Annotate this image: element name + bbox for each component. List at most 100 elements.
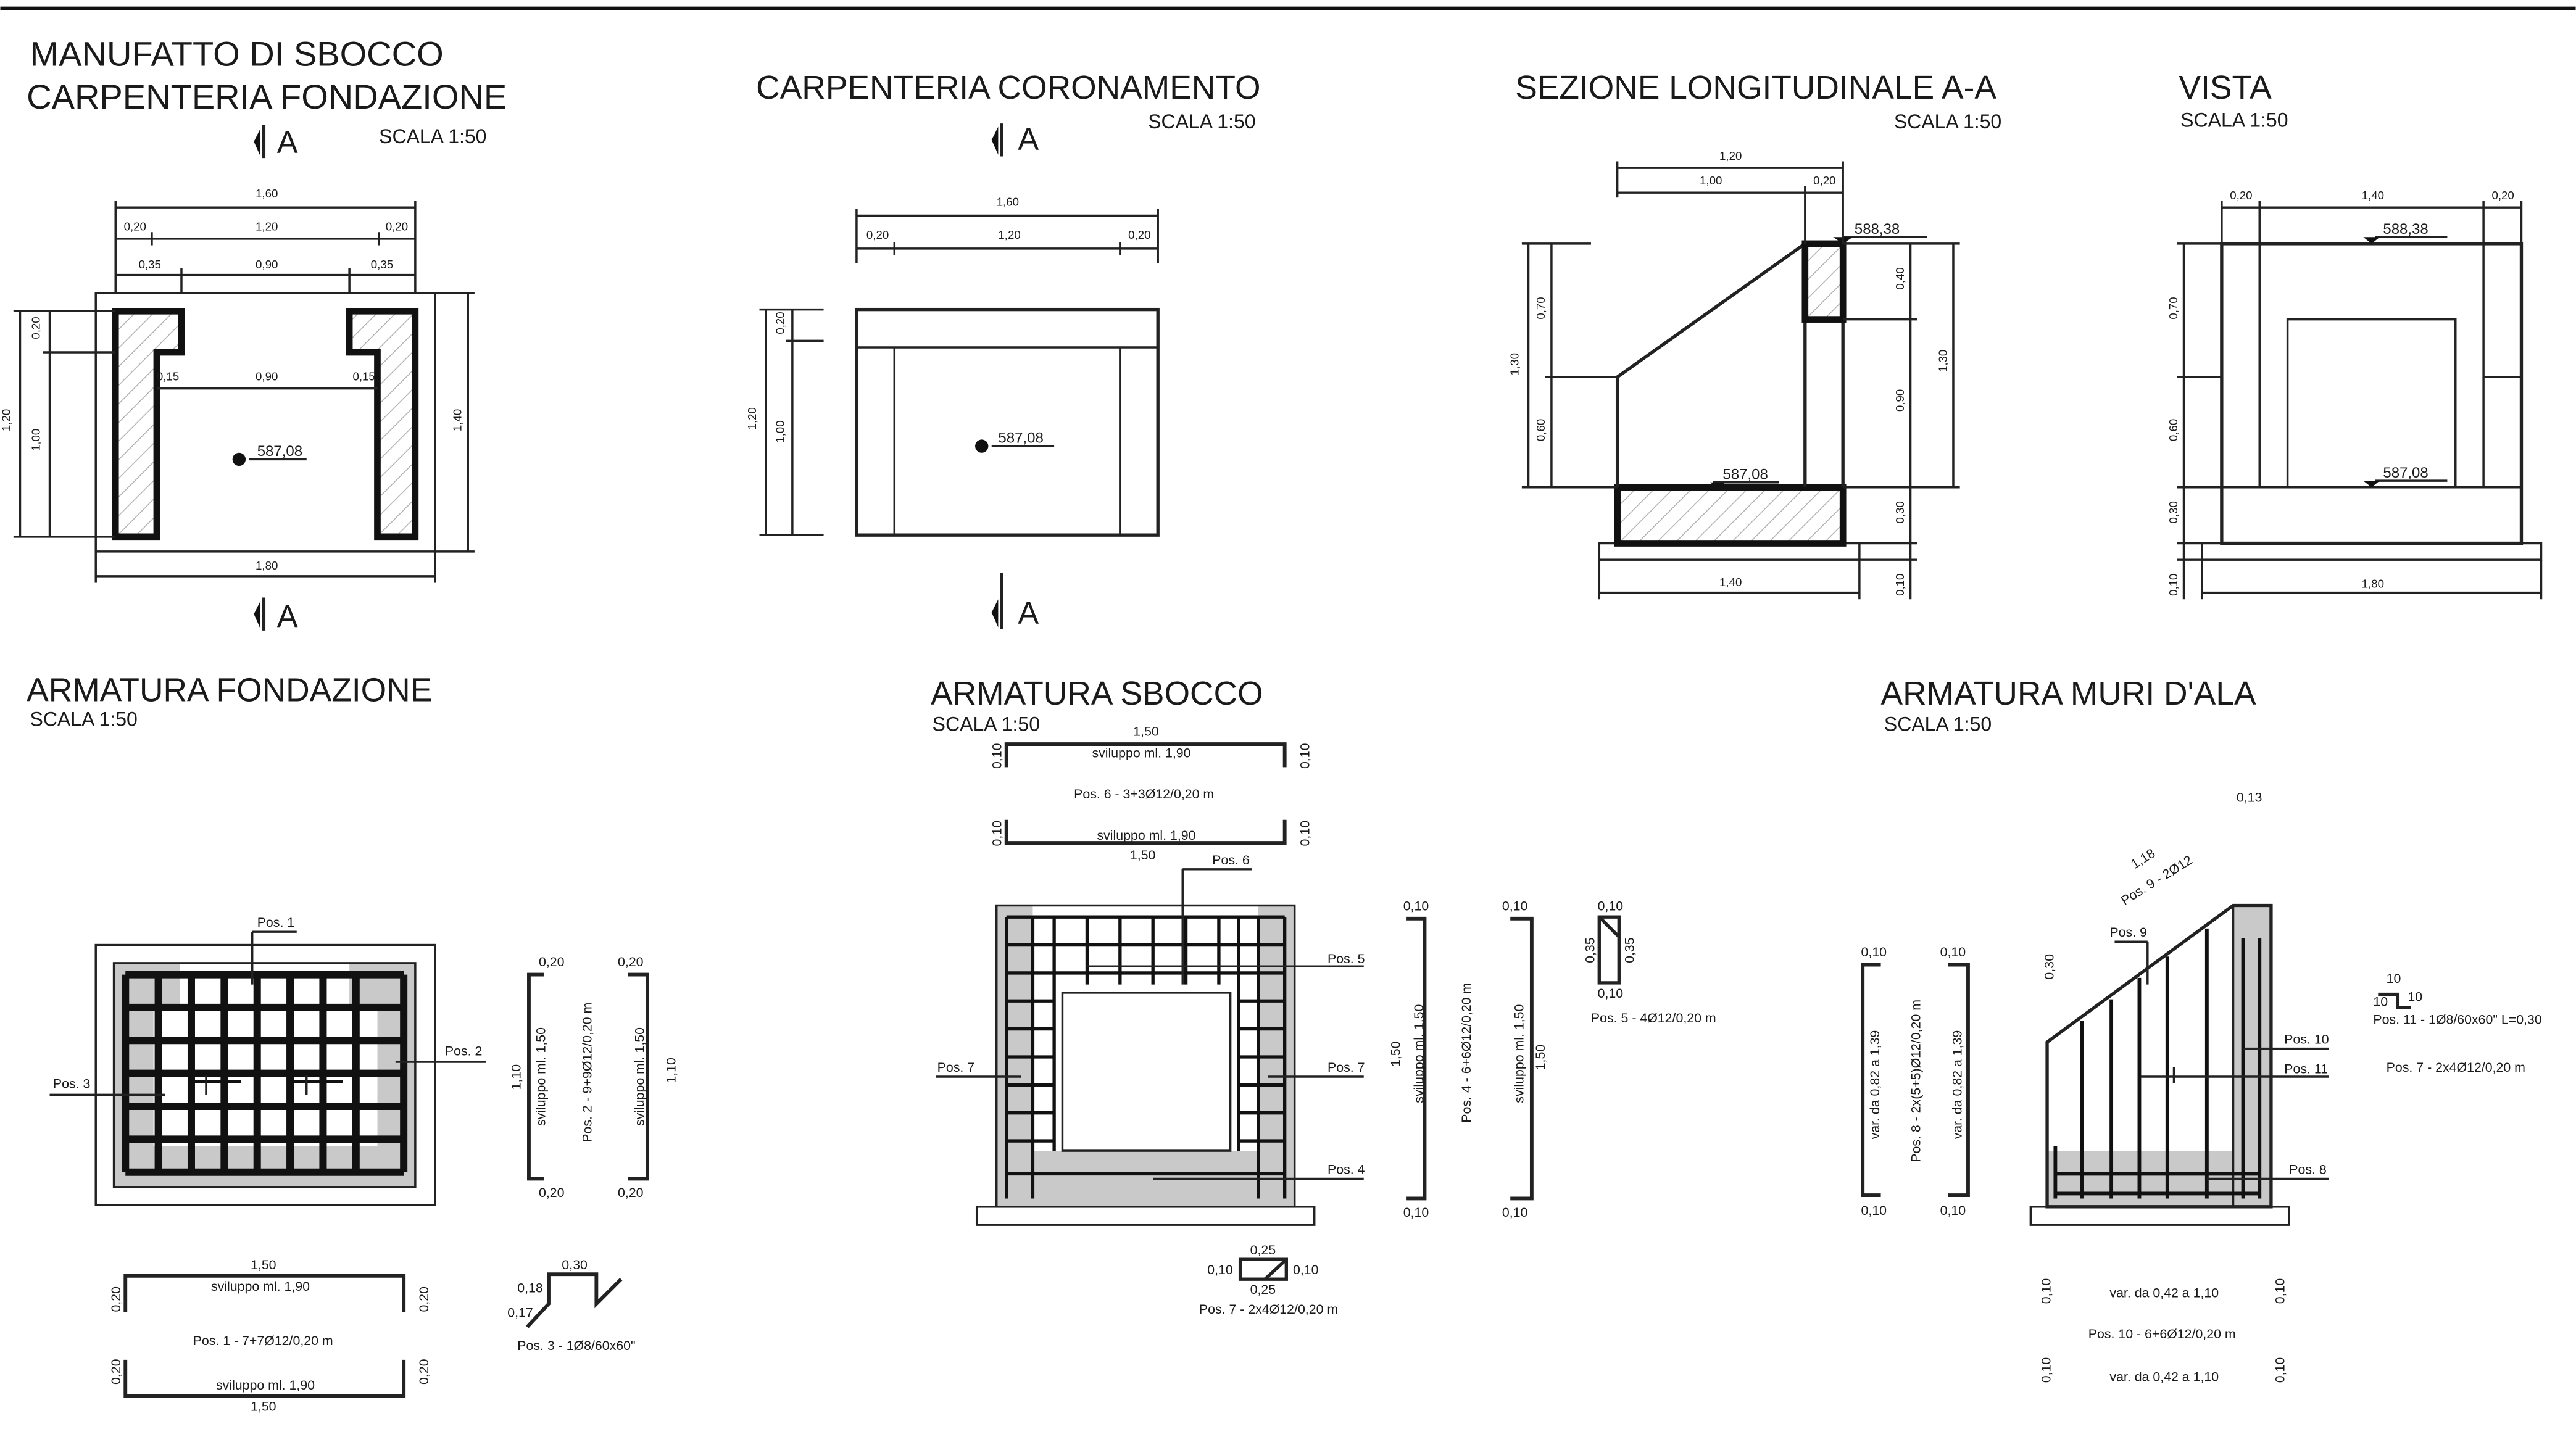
view-vista: 588,38 587,08 0,20 1,40 0,20 0,70 0,60 0…	[2167, 189, 2543, 600]
svg-text:var. da 0,42 a 1,10: var. da 0,42 a 1,10	[2109, 1286, 2219, 1301]
svg-text:sviluppo ml. 1,90: sviluppo ml. 1,90	[1092, 745, 1190, 760]
svg-text:0,10: 0,10	[2272, 1357, 2287, 1383]
svg-text:1,20: 1,20	[746, 407, 758, 429]
svg-text:Pos. 1 - 7+7Ø12/0,20 m: Pos. 1 - 7+7Ø12/0,20 m	[193, 1333, 333, 1348]
svg-text:0,10: 0,10	[1298, 821, 1313, 847]
svg-text:1,20: 1,20	[998, 228, 1020, 241]
scale-as: SCALA 1:50	[933, 713, 1040, 735]
title-armatura-muri: ARMATURA MURI D'ALA	[1881, 676, 2256, 712]
svg-text:10: 10	[2408, 989, 2422, 1004]
svg-text:Pos. 8: Pos. 8	[2289, 1162, 2326, 1177]
svg-text:0,90: 0,90	[256, 370, 278, 383]
rebar-armatura-sbocco: 1,50 sviluppo ml. 1,90 0,10 0,10 Pos. 6 …	[936, 724, 1716, 1317]
rebar-muri-bars	[2053, 928, 2262, 1199]
svg-text:sviluppo ml. 1,90: sviluppo ml. 1,90	[211, 1279, 310, 1294]
svg-text:A: A	[1018, 595, 1039, 631]
svg-text:0,90: 0,90	[256, 258, 278, 271]
svg-text:0,60: 0,60	[2167, 419, 2180, 441]
svg-text:0,70: 0,70	[2167, 297, 2180, 319]
svg-text:0,30: 0,30	[562, 1257, 588, 1272]
svg-text:0,25: 0,25	[1250, 1243, 1276, 1257]
svg-text:1,20: 1,20	[0, 409, 12, 431]
section-marker-bottom	[254, 600, 261, 629]
svg-text:1,60: 1,60	[256, 187, 278, 200]
svg-text:Pos. 9: Pos. 9	[2109, 925, 2146, 940]
svg-text:0,20: 0,20	[618, 1185, 644, 1200]
scale-sl: SCALA 1:50	[1894, 110, 2001, 133]
svg-text:Pos. 7 - 2x4Ø12/0,20 m: Pos. 7 - 2x4Ø12/0,20 m	[1199, 1302, 1338, 1317]
svg-text:0,30: 0,30	[2042, 954, 2057, 980]
svg-text:10: 10	[2387, 971, 2401, 986]
svg-text:0,20: 0,20	[539, 1185, 565, 1200]
svg-text:0,35: 0,35	[371, 258, 393, 271]
svg-text:0,10: 0,10	[2272, 1278, 2287, 1304]
title-carpenteria-fondazione: CARPENTERIA FONDAZIONE	[27, 77, 507, 116]
section-longitudinale: 588,38 587,08 1,20 1,00 0,20 1,30 0,70 0…	[1508, 149, 1960, 600]
svg-text:0,10: 0,10	[1502, 899, 1528, 914]
svg-text:0,20: 0,20	[866, 228, 889, 241]
svg-text:0,20: 0,20	[1128, 228, 1150, 241]
svg-text:1,00: 1,00	[774, 420, 787, 442]
svg-text:0,90: 0,90	[1893, 389, 1906, 412]
svg-text:0,20: 0,20	[2230, 189, 2252, 202]
plan-carpenteria-coronamento: A A 587,08 1,60 0,20 1,20 0,20 1,20 0,20…	[746, 122, 1160, 631]
title-carpenteria-coronamento: CARPENTERIA CORONAMENTO	[756, 70, 1260, 106]
svg-text:0,30: 0,30	[2167, 501, 2180, 523]
svg-text:A: A	[1018, 122, 1039, 157]
svg-text:0,10: 0,10	[1207, 1262, 1233, 1277]
svg-text:sviluppo ml. 1,90: sviluppo ml. 1,90	[1097, 828, 1195, 843]
svg-text:0,17: 0,17	[507, 1306, 533, 1320]
svg-text:0,20: 0,20	[774, 312, 787, 334]
svg-text:0,10: 0,10	[2038, 1357, 2053, 1383]
svg-text:587,08: 587,08	[998, 430, 1043, 447]
svg-text:0,10: 0,10	[2038, 1278, 2053, 1304]
svg-text:var. da 0,42 a 1,10: var. da 0,42 a 1,10	[2109, 1370, 2219, 1385]
svg-text:0,10: 0,10	[1293, 1262, 1319, 1277]
svg-text:Pos. 2 - 9+9Ø12/0,20 m: Pos. 2 - 9+9Ø12/0,20 m	[580, 1003, 594, 1143]
svg-text:Pos. 7 - 2x4Ø12/0,20 m: Pos. 7 - 2x4Ø12/0,20 m	[2387, 1060, 2525, 1075]
title-vista: VISTA	[2179, 70, 2272, 106]
svg-text:0,20: 0,20	[109, 1286, 123, 1312]
svg-text:Pos. 5 - 4Ø12/0,20 m: Pos. 5 - 4Ø12/0,20 m	[1591, 1011, 1716, 1025]
svg-text:0,20: 0,20	[124, 220, 146, 233]
svg-text:Pos. 6 - 3+3Ø12/0,20 m: Pos. 6 - 3+3Ø12/0,20 m	[1074, 787, 1214, 801]
svg-text:sviluppo ml. 1,50: sviluppo ml. 1,50	[1411, 1004, 1426, 1103]
svg-text:Pos. 10: Pos. 10	[2284, 1032, 2329, 1047]
svg-text:sviluppo ml. 1,50: sviluppo ml. 1,50	[534, 1027, 549, 1126]
svg-text:0,18: 0,18	[517, 1281, 543, 1296]
svg-text:Pos. 2: Pos. 2	[445, 1043, 482, 1058]
scale-cf: SCALA 1:50	[379, 125, 486, 147]
svg-text:1,50: 1,50	[251, 1399, 276, 1414]
svg-text:0,70: 0,70	[1534, 297, 1547, 319]
svg-text:0,20: 0,20	[2491, 189, 2514, 202]
svg-text:0,15: 0,15	[157, 370, 179, 383]
svg-text:0,10: 0,10	[1502, 1205, 1528, 1220]
section-marker-top	[254, 128, 261, 157]
svg-text:1,10: 1,10	[663, 1058, 678, 1083]
rebar-armatura-fondazione: Pos. 1 Pos. 2 Pos. 3 0,20 0,20 1,10 svil…	[49, 915, 678, 1414]
svg-text:1,50: 1,50	[1388, 1041, 1403, 1067]
svg-text:0,20: 0,20	[30, 317, 43, 339]
svg-text:587,08: 587,08	[257, 443, 302, 460]
svg-text:Pos. 4: Pos. 4	[1327, 1162, 1365, 1177]
svg-text:Pos. 1: Pos. 1	[257, 915, 294, 930]
svg-text:1,80: 1,80	[2362, 578, 2384, 590]
svg-text:Pos. 8 - 2x(5+5)Ø12/0,20 m: Pos. 8 - 2x(5+5)Ø12/0,20 m	[1909, 1000, 1924, 1162]
svg-text:Pos. 6: Pos. 6	[1212, 853, 1249, 868]
svg-text:0,20: 0,20	[1813, 174, 1835, 187]
scale-vi: SCALA 1:50	[2180, 109, 2288, 131]
svg-text:1,50: 1,50	[1130, 848, 1156, 863]
svg-text:Pos. 11 - 1Ø8/60x60" L=0,30: Pos. 11 - 1Ø8/60x60" L=0,30	[2373, 1013, 2542, 1027]
title-armatura-fondazione: ARMATURA FONDAZIONE	[27, 673, 432, 709]
rebar-grid	[122, 971, 408, 1176]
svg-text:0,20: 0,20	[386, 220, 408, 233]
svg-text:0,60: 0,60	[1534, 419, 1547, 441]
svg-text:0,13: 0,13	[2237, 790, 2262, 805]
svg-text:Pos. 3: Pos. 3	[53, 1077, 90, 1091]
title-armatura-sbocco: ARMATURA SBOCCO	[931, 676, 1263, 712]
svg-text:1,18: 1,18	[2128, 846, 2158, 872]
svg-text:0,10: 0,10	[1861, 1203, 1887, 1218]
svg-text:0,30: 0,30	[1893, 501, 1906, 523]
svg-text:1,50: 1,50	[1533, 1045, 1548, 1071]
plan-carpenteria-fondazione: A A 587,08 1,60 0,20 1,20 0,20 0,35 0,90…	[0, 125, 475, 634]
